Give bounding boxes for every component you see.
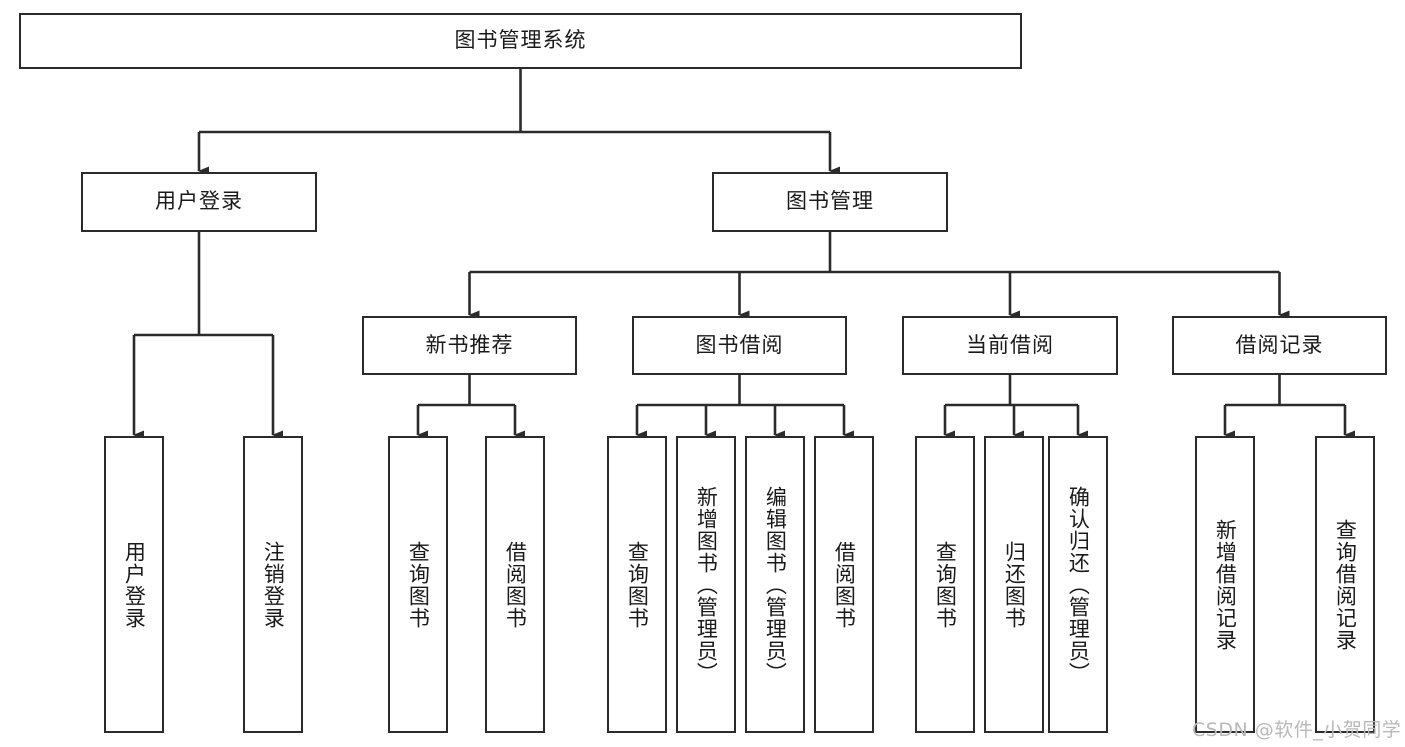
node-current-borrow[interactable]: 当前借阅: [902, 316, 1118, 375]
node-label: 注销登录: [261, 540, 286, 629]
leaf-query-book-current[interactable]: 查询图书: [915, 436, 975, 733]
node-user-login[interactable]: 用户登录: [81, 172, 317, 232]
node-label: 新增借阅记录: [1213, 518, 1238, 651]
node-label: 新书推荐: [425, 332, 514, 357]
node-label: 查询图书: [406, 540, 431, 629]
leaf-query-book-recommend[interactable]: 查询图书: [388, 436, 448, 733]
node-label: 查询借阅记录: [1333, 518, 1358, 651]
node-label: 图书管理系统: [454, 28, 587, 53]
leaf-edit-book-admin[interactable]: 编辑图书（管理员）: [745, 436, 805, 733]
node-label: 新增图书（管理员）: [694, 485, 719, 684]
node-label: 归还图书: [1002, 540, 1027, 629]
leaf-add-book-admin[interactable]: 新增图书（管理员）: [676, 436, 736, 733]
leaf-borrow-book-recommend[interactable]: 借阅图书: [485, 436, 545, 733]
node-label: 查询图书: [933, 540, 958, 629]
node-label: 借阅图书: [503, 540, 528, 629]
node-label: 当前借阅: [966, 332, 1054, 357]
node-label: 借阅记录: [1235, 332, 1324, 357]
node-book-borrow[interactable]: 图书借阅: [632, 316, 847, 375]
node-label: 图书管理: [786, 189, 874, 214]
node-label: 查询图书: [625, 540, 650, 629]
node-new-book-recommend[interactable]: 新书推荐: [362, 316, 577, 375]
node-label: 用户登录: [122, 540, 147, 629]
leaf-query-borrow-record[interactable]: 查询借阅记录: [1315, 436, 1375, 733]
node-book-management[interactable]: 图书管理: [712, 172, 948, 232]
leaf-user-login[interactable]: 用户登录: [104, 436, 164, 733]
node-label: 借阅图书: [832, 540, 857, 629]
leaf-confirm-return-admin[interactable]: 确认归还（管理员）: [1048, 436, 1108, 733]
leaf-logout[interactable]: 注销登录: [243, 436, 303, 733]
node-borrow-record[interactable]: 借阅记录: [1172, 316, 1387, 375]
leaf-query-book-borrow[interactable]: 查询图书: [607, 436, 667, 733]
leaf-borrow-book[interactable]: 借阅图书: [814, 436, 874, 733]
node-root[interactable]: 图书管理系统: [19, 13, 1022, 69]
csdn-watermark: CSDN @软件_小贺同学: [1192, 719, 1402, 741]
leaf-return-book[interactable]: 归还图书: [984, 436, 1044, 733]
node-label: 用户登录: [155, 189, 243, 214]
node-label: 编辑图书（管理员）: [763, 485, 788, 684]
node-label: 图书借阅: [695, 332, 784, 357]
leaf-add-borrow-record[interactable]: 新增借阅记录: [1195, 436, 1255, 733]
node-label: 确认归还（管理员）: [1066, 485, 1091, 684]
